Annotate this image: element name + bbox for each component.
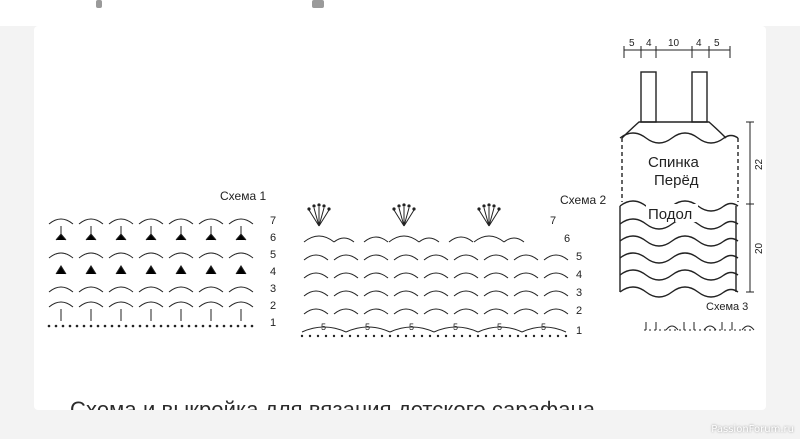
top-strip xyxy=(0,0,800,26)
scheme-2: Схема 2 5 5 xyxy=(300,193,606,338)
scheme-2-row-numbers: 7 6 5 4 3 2 1 xyxy=(550,215,582,337)
skirt-label-backdrop xyxy=(646,204,698,222)
scheme-1-row-number: 5 xyxy=(270,249,276,261)
scheme-1-arches xyxy=(48,218,254,308)
dimension-label: 4 xyxy=(646,38,652,49)
scheme-1: Схема 1 7 6 5 4 3 2 xyxy=(47,189,276,329)
scheme-1-title: Схема 1 xyxy=(220,189,266,203)
dimension-lines xyxy=(623,46,731,58)
scheme-2-fans xyxy=(301,207,569,333)
scheme-1-row-number: 1 xyxy=(270,317,276,329)
dimension-label: 10 xyxy=(668,38,680,49)
dimension-label: 5 xyxy=(714,38,720,49)
bodice-height-label: 22 xyxy=(754,158,765,170)
scheme-1-stitches xyxy=(55,226,247,321)
scheme-2-chain-label: 5 xyxy=(409,322,414,332)
bottom-strip xyxy=(0,410,800,439)
sundress-pattern: 5 4 10 4 5 Спинка Перёд xyxy=(619,38,765,331)
bodice-top-edge xyxy=(621,121,727,139)
scheme-2-chain-dots xyxy=(300,334,568,338)
bodice-wave-top xyxy=(619,132,739,144)
scheme-1-row-number: 6 xyxy=(270,232,276,244)
scheme-1-row-number: 4 xyxy=(270,266,276,278)
scheme-1-row-number: 3 xyxy=(270,283,276,295)
scheme-2-chain-label: 5 xyxy=(365,322,370,332)
scheme-1-chain-dots xyxy=(47,324,254,328)
scheme-1-row-number: 2 xyxy=(270,300,276,312)
site-watermark: PassionForum.ru xyxy=(711,424,794,435)
scheme-2-row-number: 7 xyxy=(550,215,556,227)
scheme-3-stitches xyxy=(644,322,755,331)
scheme-2-chain-label: 5 xyxy=(497,322,502,332)
scheme-3-title: Схема 3 xyxy=(706,301,748,313)
scheme-1-row-numbers: 7 6 5 4 3 2 1 xyxy=(270,215,276,329)
scheme-2-row-number: 6 xyxy=(564,233,570,245)
scheme-2-row-number: 2 xyxy=(576,305,582,317)
scheme-2-row-number: 4 xyxy=(576,269,582,281)
dimension-label: 4 xyxy=(696,38,702,49)
skirt-height-label: 20 xyxy=(754,242,765,254)
scheme-2-chain-label: 5 xyxy=(453,322,458,332)
crochet-diagram: Схема 1 7 6 5 4 3 2 xyxy=(47,38,765,338)
dimension-label: 5 xyxy=(629,38,635,49)
bodice-label-back: Спинка xyxy=(648,154,700,171)
image-card[interactable]: Схема 1 7 6 5 4 3 2 xyxy=(34,26,766,422)
skirt-waves xyxy=(619,200,739,298)
bodice-label-front: Перёд xyxy=(654,172,699,189)
scheme-2-chain-label: 5 xyxy=(541,322,546,332)
top-dimension-labels: 5 4 10 4 5 xyxy=(629,38,720,49)
cropped-text-fragment xyxy=(312,0,324,8)
skirt-label: Подол xyxy=(648,206,692,223)
scheme-1-row-number: 7 xyxy=(270,215,276,227)
scheme-2-title: Схема 2 xyxy=(560,193,606,207)
cropped-text-fragment xyxy=(96,0,102,8)
scheme-2-chain-label: 5 xyxy=(321,322,326,332)
scheme-2-top-dots xyxy=(307,203,501,211)
scheme-2-row-number: 5 xyxy=(576,251,582,263)
height-dimension xyxy=(746,121,754,293)
shoulder-straps xyxy=(640,71,708,123)
scheme-2-row-number: 1 xyxy=(576,325,582,337)
scheme-2-chain-labels: 5 5 5 5 5 5 xyxy=(321,322,546,332)
scheme-2-row-number: 3 xyxy=(576,287,582,299)
